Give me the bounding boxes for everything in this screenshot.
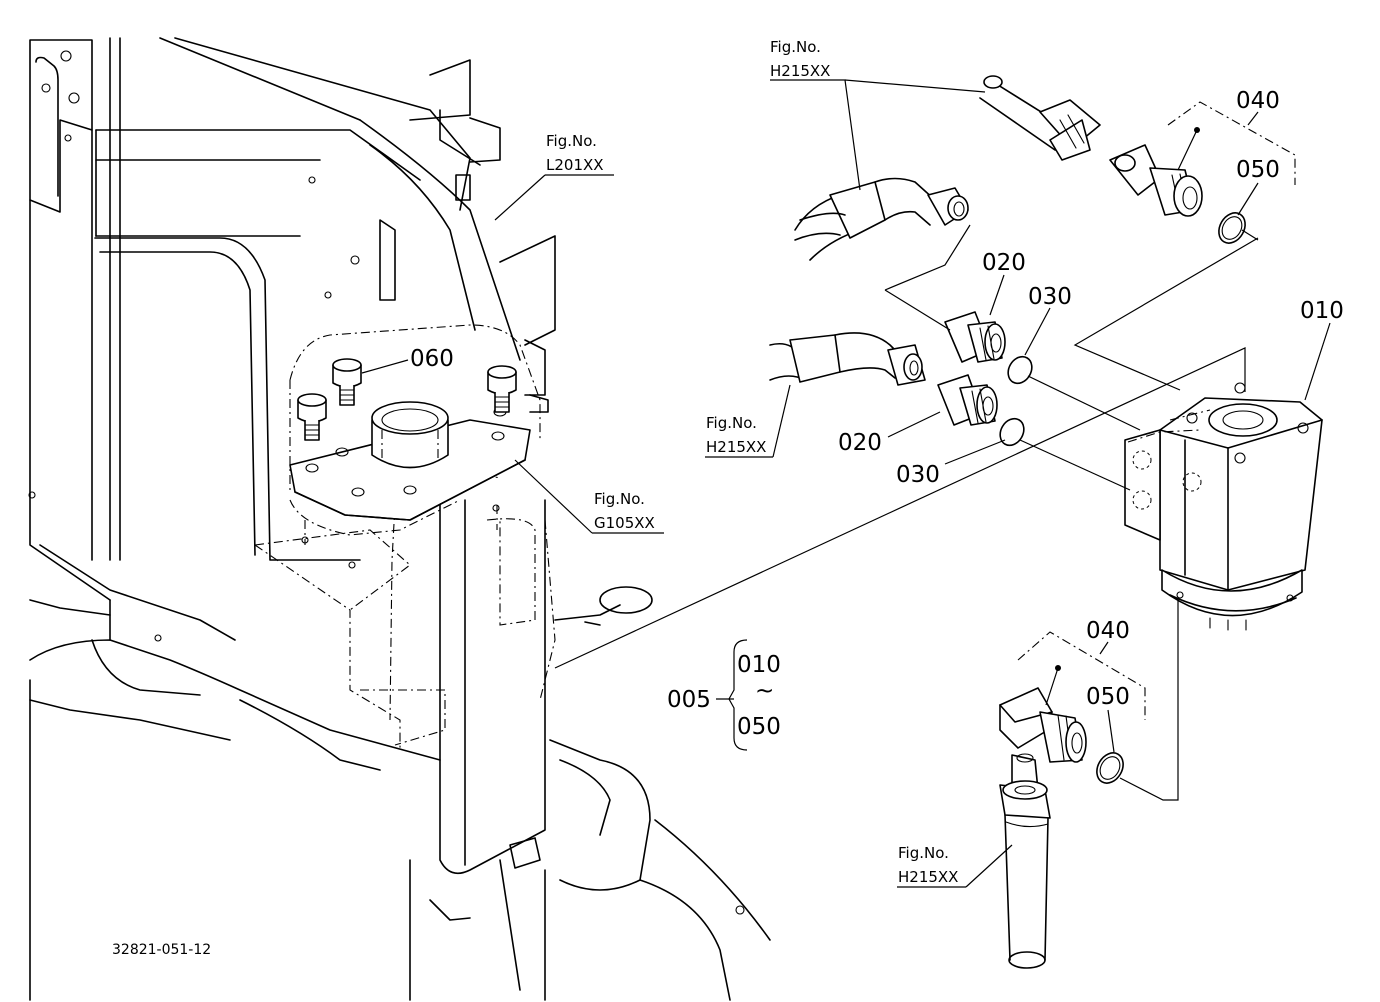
- cab-frame: [28, 37, 556, 1001]
- fig-ref-h215-bottom-label: Fig.No.: [898, 844, 949, 862]
- callout-050-upper: 050: [1236, 157, 1280, 183]
- fig-ref-h215-top-code: H215XX: [770, 62, 830, 80]
- steering-unit-010: [1124, 382, 1323, 631]
- range-start: 010: [737, 652, 781, 678]
- callout-010: 010: [1300, 298, 1344, 324]
- callout-040-lower: 040: [1086, 618, 1130, 644]
- fig-ref-h215-left-label: Fig.No.: [706, 414, 757, 432]
- fig-ref-h215-top-label: Fig.No.: [770, 38, 821, 56]
- range-tilde: ~: [755, 678, 774, 704]
- callout-020-upper: 020: [982, 250, 1026, 276]
- callout-040-upper: 040: [1236, 88, 1280, 114]
- fig-ref-l201-code: L201XX: [546, 156, 604, 174]
- leader-lines: [361, 79, 1331, 888]
- callout-060: 060: [410, 346, 454, 372]
- fig-ref-g105-label: Fig.No.: [594, 490, 645, 508]
- fig-ref-h215-bottom-code: H215XX: [898, 868, 958, 886]
- fig-ref-h215-left-code: H215XX: [706, 438, 766, 456]
- callout-020-lower: 020: [838, 430, 882, 456]
- bolt-c: [487, 365, 517, 413]
- mounting-plate: [289, 324, 541, 536]
- lower-hose-fittings: [999, 665, 1124, 969]
- drawing-code: 32821-051-12: [112, 942, 211, 958]
- figure-references: Fig.No. H215XX Fig.No. L201XX Fig.No. H2…: [546, 38, 958, 886]
- fig-ref-g105-code: G105XX: [594, 514, 655, 532]
- callout-005: 005: [667, 687, 711, 713]
- callout-030-lower: 030: [896, 462, 940, 488]
- callout-030-upper: 030: [1028, 284, 1072, 310]
- callout-labels: 010 020 020 030 030 040 040 050 050 060 …: [410, 88, 1344, 740]
- fig-ref-l201-label: Fig.No.: [546, 132, 597, 150]
- bolt-a: [297, 393, 327, 441]
- bolt-b: [332, 358, 362, 406]
- bolts-060: [297, 358, 517, 441]
- range-end: 050: [737, 714, 781, 740]
- steering-column: [409, 499, 771, 1001]
- upper-hose-fittings: [769, 75, 1246, 447]
- callout-050-lower: 050: [1086, 684, 1130, 710]
